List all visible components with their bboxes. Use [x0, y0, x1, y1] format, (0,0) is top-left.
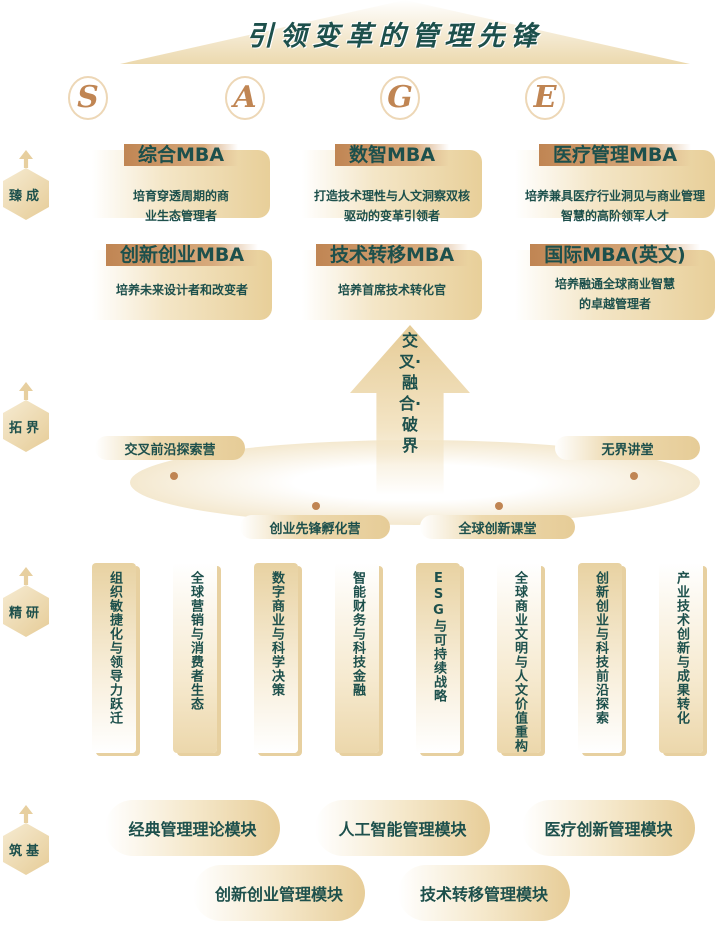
module-pill: 人工智能管理模块 [315, 800, 490, 856]
direction-card: 产业技术创新与成果转化 [659, 563, 703, 753]
direction-card: 全球营销与消费者生态 [173, 563, 217, 753]
program-name: 医疗管理MBA [538, 144, 692, 166]
program-card: 创新创业MBA 培养未来设计者和改变者 [92, 244, 272, 320]
direction-card: ESG与可持续战略 [416, 563, 460, 753]
program-name: 国际MBA(英文) [530, 244, 700, 266]
up-arrow-icon [19, 567, 33, 585]
program-desc: 培养首席技术转化官 [337, 283, 446, 297]
module-pill: 技术转移管理模块 [398, 865, 570, 921]
level-label: 拓界 [3, 400, 49, 452]
dot-marker [630, 472, 638, 480]
module-pill: 创新创业管理模块 [193, 865, 365, 921]
program-card: 数智MBA 打造技术理性与人文洞察双核驱动的变革引领者 [302, 144, 482, 223]
program-desc: 培养未来设计者和改变者 [115, 283, 248, 297]
sage-letter-e: E [525, 76, 565, 120]
program-card: 医疗管理MBA 培养兼具医疗行业洞见与商业管理智慧的高阶领军人才 [515, 144, 715, 223]
level-label: 精研 [3, 585, 49, 637]
up-arrow-icon [19, 805, 33, 823]
sage-letter-g: G [380, 76, 420, 120]
page-title: 引领变革的管理先锋 [246, 21, 544, 52]
direction-card: 数字商业与科学决策 [254, 563, 298, 753]
arrow-text: 交叉·融合·破界 [398, 331, 422, 455]
direction-card: 创新创业与科技前沿探索 [578, 563, 622, 753]
direction-card: 全球商业文明与人文价值重构 [497, 563, 541, 753]
direction-card: 组织敏捷化与领导力跃迁 [92, 563, 136, 753]
program-name: 综合MBA [123, 144, 239, 166]
level-label: 臻成 [3, 168, 49, 220]
program-card: 国际MBA(英文) 培养融通全球商业智慧的卓越管理者 [515, 244, 715, 320]
dot-marker [495, 502, 503, 510]
up-arrow-icon [19, 382, 33, 400]
level-label: 筑基 [3, 823, 49, 875]
program-name: 技术转移MBA [315, 244, 469, 266]
program-desc: 培育穿透周期的商业生态管理者 [133, 189, 230, 223]
activity-label: 无界讲堂 [555, 436, 700, 460]
module-pill: 医疗创新管理模块 [522, 800, 695, 856]
program-desc: 培养兼具医疗行业洞见与商业管理智慧的高阶领军人才 [524, 189, 705, 223]
dot-marker [170, 472, 178, 480]
direction-card: 智能财务与科技金融 [335, 563, 379, 753]
module-pill: 经典管理理论模块 [105, 800, 280, 856]
sage-letter-a: A [225, 76, 265, 120]
program-name: 创新创业MBA [105, 244, 259, 266]
dot-marker [312, 502, 320, 510]
program-desc: 培养融通全球商业智慧的卓越管理者 [554, 277, 675, 311]
program-desc: 打造技术理性与人文洞察双核驱动的变革引领者 [313, 189, 470, 223]
activity-label: 交叉前沿探索营 [95, 436, 245, 460]
activity-label: 全球创新课堂 [420, 515, 575, 539]
program-card: 技术转移MBA 培养首席技术转化官 [302, 244, 482, 320]
program-name: 数智MBA [334, 144, 450, 166]
activity-label: 创业先锋孵化营 [240, 515, 390, 539]
up-arrow-icon [19, 150, 33, 168]
sage-letter-s: S [68, 76, 108, 120]
program-card: 综合MBA 培育穿透周期的商业生态管理者 [92, 144, 270, 223]
